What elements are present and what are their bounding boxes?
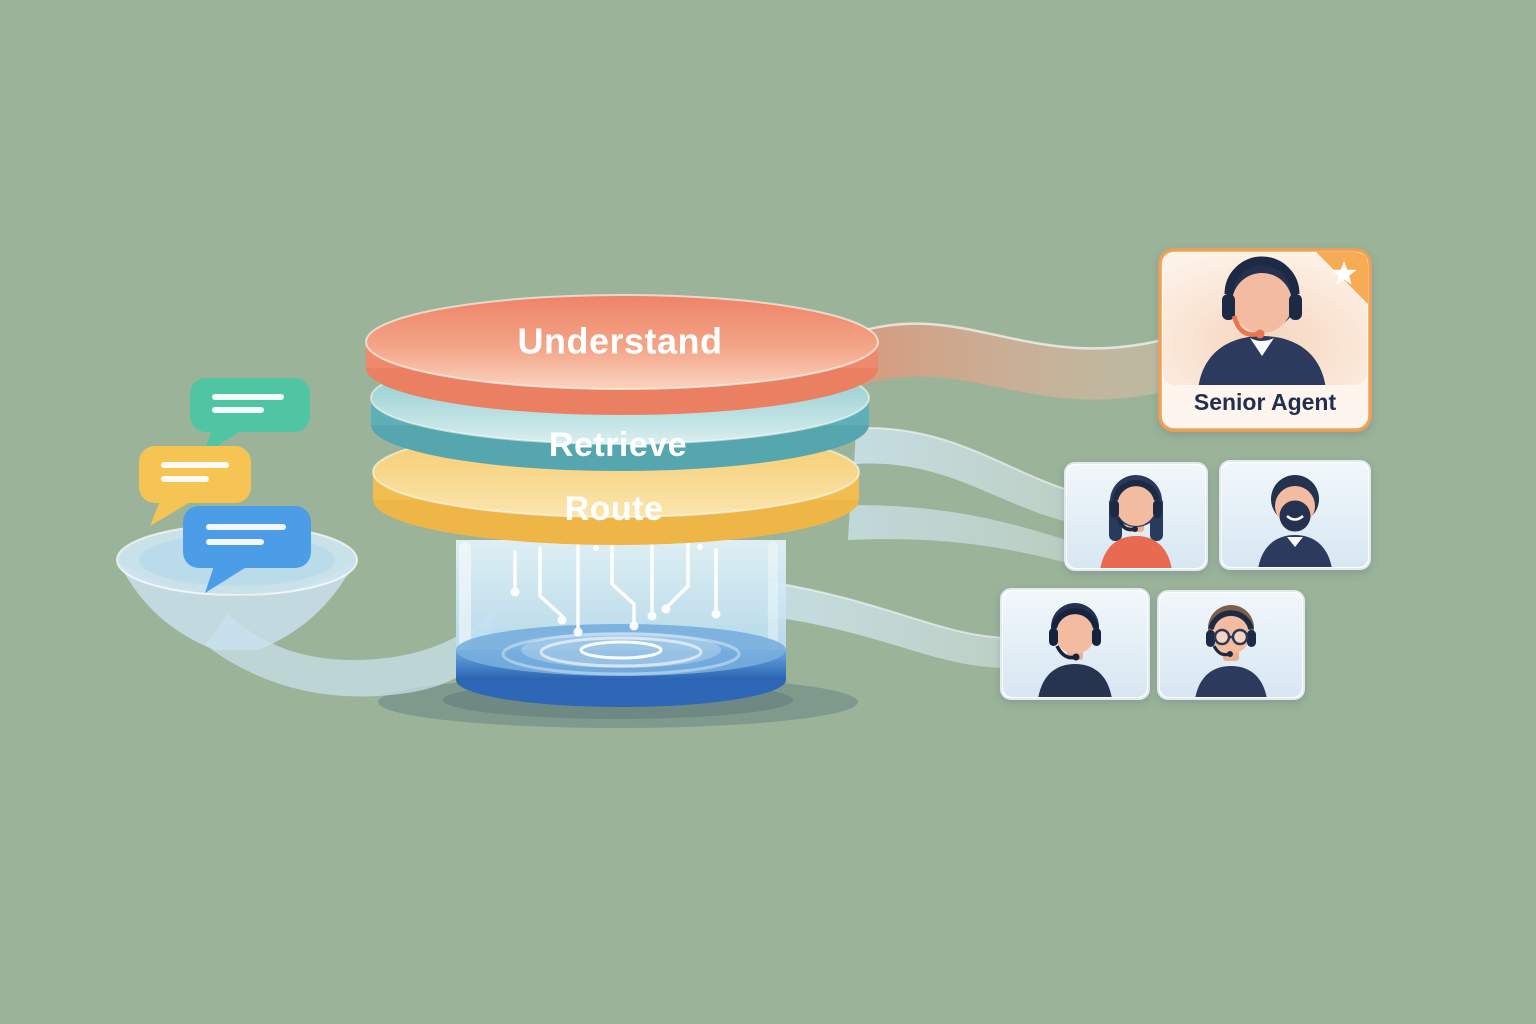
agent-man-beard-avatar	[1222, 463, 1368, 567]
headset-icon	[1208, 610, 1254, 630]
smile	[1286, 515, 1304, 521]
ai-core	[456, 540, 786, 707]
ribbons-to-team	[766, 426, 1072, 668]
headset-icon	[1051, 608, 1099, 629]
star-badge-icon	[1316, 252, 1368, 304]
intake-stream	[205, 612, 492, 697]
layer-retrieve-label: Retrieve	[549, 426, 687, 464]
agent-woman-headset-avatar	[1067, 465, 1205, 568]
circuit-icon	[510, 540, 721, 637]
chat-bubbles	[139, 378, 311, 593]
yellow-chat-bubble-icon	[139, 446, 251, 526]
pipeline-cylinder: Understand Retrieve Route	[365, 294, 879, 545]
teal-chat-bubble-icon	[190, 378, 310, 455]
agent-card	[1000, 588, 1150, 700]
mic-icon	[1231, 315, 1259, 337]
layer-understand-label: Understand	[517, 321, 722, 362]
ripple-effect	[501, 632, 741, 676]
ribbon-to-senior-agent	[857, 322, 1163, 400]
agent-person-glasses-avatar	[1160, 593, 1302, 697]
headset-icon	[1224, 256, 1300, 295]
agent-card	[1157, 590, 1305, 700]
headset-icon	[1112, 480, 1160, 501]
senior-agent-avatar	[1163, 253, 1367, 385]
senior-agent-label: Senior Agent	[1194, 389, 1337, 415]
senior-agent-card: Senior Agent	[1158, 248, 1372, 432]
beard	[1279, 500, 1311, 532]
agent-card	[1064, 462, 1208, 571]
agent-man-headset-avatar	[1003, 591, 1147, 697]
layer-understand	[365, 294, 879, 415]
blue-chat-bubble-icon	[183, 506, 311, 593]
layer-route-label: Route	[565, 490, 664, 528]
agent-card	[1219, 460, 1371, 570]
glasses-icon	[1213, 628, 1249, 646]
